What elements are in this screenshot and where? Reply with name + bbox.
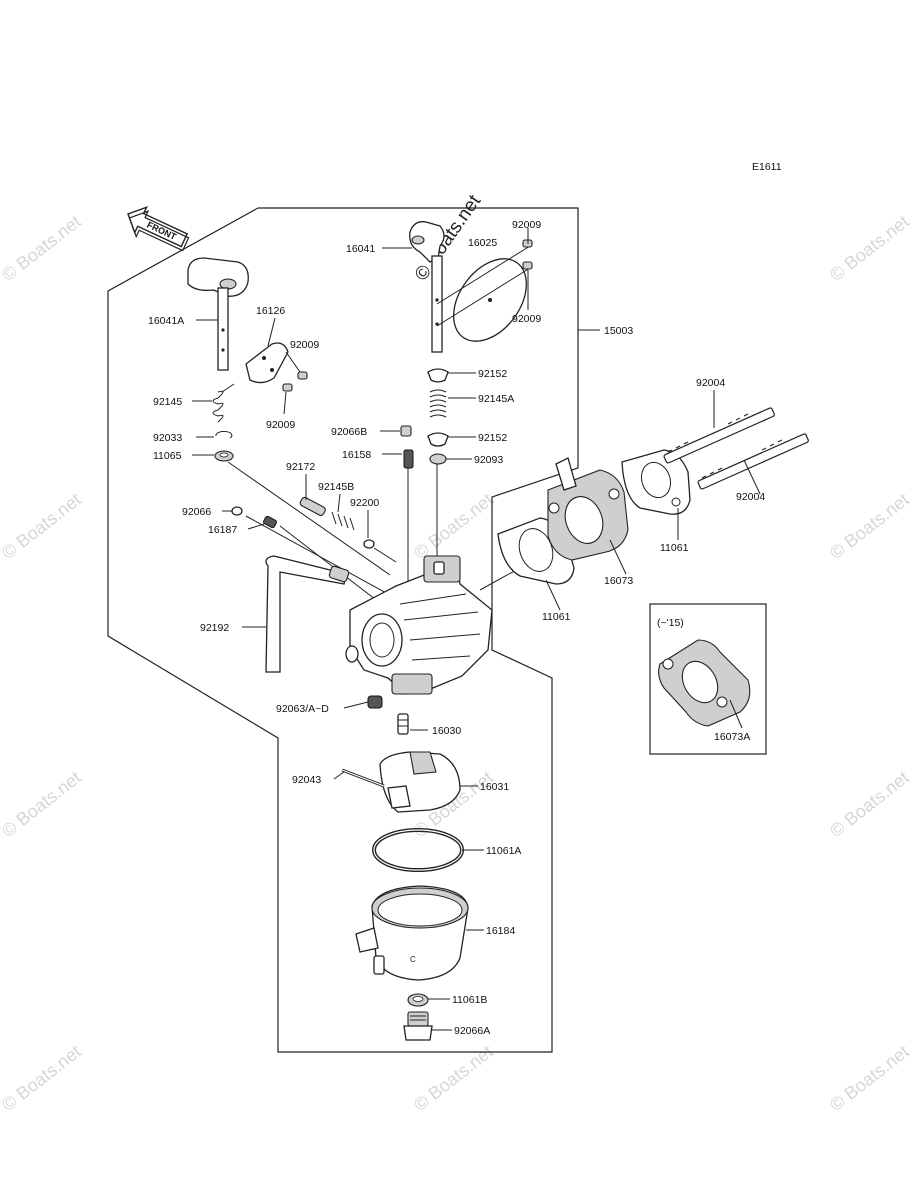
watermark: © Boats.net <box>826 767 913 841</box>
label-16184: 16184 <box>486 925 515 937</box>
label-16041: 16041 <box>346 243 375 255</box>
float-16031 <box>379 751 461 813</box>
label-16073A: 16073A <box>714 731 750 743</box>
insulator-16073 <box>547 457 629 561</box>
leader <box>227 461 391 576</box>
label-11061A: 11061A <box>486 845 521 857</box>
label-92066B: 92066B <box>331 426 367 438</box>
label-11061B: 11061B <box>452 994 487 1006</box>
label-16126: 16126 <box>256 305 285 317</box>
watermark: © Boats.net <box>0 211 85 285</box>
leader <box>279 525 385 607</box>
label-92004: 92004 <box>696 377 725 389</box>
clip-92033 <box>215 430 233 439</box>
label-92033: 92033 <box>153 432 182 444</box>
washer-92152 <box>427 368 449 383</box>
screw-92063 <box>367 695 383 709</box>
screw-92172 <box>299 496 326 517</box>
label-15003: 15003 <box>604 325 633 337</box>
stud-92004 <box>697 433 809 490</box>
front-arrow: FRONT <box>127 205 190 252</box>
label-11061: 11061 <box>660 542 689 554</box>
hose-92192 <box>265 555 347 673</box>
label-11061: 11061 <box>542 611 571 623</box>
label-92145: 92145 <box>153 396 182 408</box>
label-11065: 11065 <box>153 450 182 462</box>
inset-note: (~'15) <box>657 617 684 629</box>
watermark: © Boats.net <box>0 1041 85 1115</box>
spring-92145 <box>212 383 235 423</box>
label-92152: 92152 <box>478 432 507 444</box>
seal-11065 <box>214 450 234 462</box>
svg-text:C: C <box>410 955 416 964</box>
throttle-shaft-16041A <box>187 257 249 371</box>
diagram-code: E1611 <box>752 161 782 173</box>
label-92066: 92066 <box>182 506 211 518</box>
washer-92200 <box>363 539 375 549</box>
watermark: © Boats.net <box>0 767 85 841</box>
label-92066A: 92066A <box>454 1025 490 1037</box>
throttle-plate-16126 <box>245 342 289 384</box>
label-92043: 92043 <box>292 774 321 786</box>
leader <box>436 245 531 305</box>
assembly-frame <box>107 207 579 1053</box>
leader <box>373 547 397 563</box>
label-92200: 92200 <box>350 497 379 509</box>
label-92004: 92004 <box>736 491 765 503</box>
label-16187: 16187 <box>208 524 237 536</box>
label-92009: 92009 <box>512 313 541 325</box>
label-16025: 16025 <box>468 237 497 249</box>
leader <box>436 267 531 327</box>
label-92009: 92009 <box>512 219 541 231</box>
insulator-16073A <box>658 639 751 727</box>
watermark: © Boats.net <box>826 211 913 285</box>
watermark: © Boats.net <box>0 489 85 563</box>
screw-16187 <box>263 515 277 529</box>
pin-92043 <box>341 768 385 788</box>
gasket-11061 <box>621 449 691 515</box>
washer-92152 <box>427 432 449 447</box>
label-16031: 16031 <box>480 781 509 793</box>
screw-92009 <box>297 371 308 380</box>
jet-16030 <box>397 713 409 735</box>
choke-plate-16025 <box>453 258 527 342</box>
screw-92009 <box>522 261 533 270</box>
washer-11061B <box>407 993 429 1007</box>
label-92009: 92009 <box>266 419 295 431</box>
seal-92093 <box>429 453 447 465</box>
spring-92145B <box>331 511 355 531</box>
choke-shaft-16041 <box>409 221 445 353</box>
label-92145B: 92145B <box>318 481 354 493</box>
ring-92066 <box>231 506 243 516</box>
label-92093: 92093 <box>474 454 503 466</box>
leader-lines <box>192 228 761 1031</box>
inset-frame <box>649 603 767 755</box>
label-16030: 16030 <box>432 725 461 737</box>
screw-92009 <box>282 383 293 392</box>
label-16073: 16073 <box>604 575 633 587</box>
label-92172: 92172 <box>286 461 315 473</box>
label-16041A: 16041A <box>148 315 184 327</box>
carburetor-body <box>345 555 493 695</box>
label-92152: 92152 <box>478 368 507 380</box>
label-92009: 92009 <box>290 339 319 351</box>
float-bowl-16184: C <box>355 885 469 981</box>
spring-92145A <box>429 389 447 418</box>
plug-92066B <box>400 425 412 437</box>
jet-16158 <box>403 449 414 469</box>
label-92063: 92063/A~D <box>276 703 329 715</box>
label-16158: 16158 <box>342 449 371 461</box>
bolt-92066A <box>403 1011 433 1041</box>
label-92192: 92192 <box>200 622 229 634</box>
watermark: © Boats.net <box>410 489 497 563</box>
stud-92004 <box>663 407 775 464</box>
label-92145A: 92145A <box>478 393 514 405</box>
watermark: © Boats.net <box>826 1041 913 1115</box>
watermark: © Boats.net <box>826 489 913 563</box>
